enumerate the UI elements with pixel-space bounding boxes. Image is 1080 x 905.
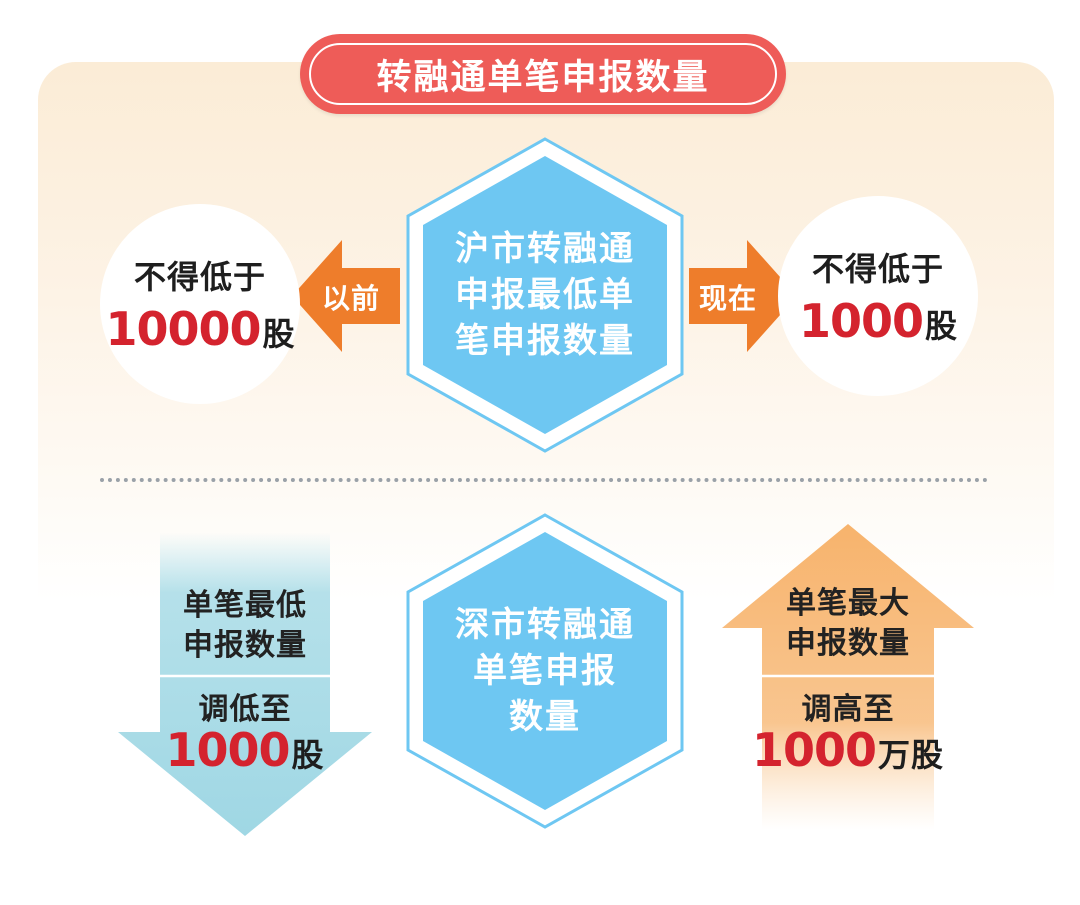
min-adjustment: 调低至 1000 股	[140, 690, 350, 775]
max-adjustment: 调高至 1000 万股	[738, 690, 958, 775]
max-value: 1000 万股	[738, 723, 958, 777]
before-condition: 不得低于	[133, 258, 266, 296]
shanghai-center-text: 沪市转融通 申报最低单 笔申报数量	[405, 136, 685, 454]
min-down-arrow	[118, 532, 372, 836]
before-value: 10000 股	[105, 302, 294, 356]
section-divider	[100, 478, 988, 482]
shenzhen-center-line-1: 深市转融通	[455, 605, 635, 645]
shanghai-center-line-2: 申报最低单	[455, 275, 635, 315]
before-unit: 股	[262, 315, 295, 353]
shanghai-center-line-3: 笔申报数量	[455, 321, 635, 361]
shanghai-center-line-1: 沪市转融通	[455, 229, 635, 269]
max-label-line-2: 申报数量	[786, 626, 910, 661]
after-value: 1000 股	[799, 294, 957, 348]
max-action: 调高至	[801, 692, 895, 727]
shenzhen-center-text: 深市转融通 单笔申报 数量	[405, 512, 685, 830]
max-label-line-1: 单笔最大	[786, 586, 910, 621]
after-arrow	[689, 240, 797, 352]
before-arrow	[292, 240, 400, 352]
max-up-arrow	[722, 524, 974, 830]
min-label: 单笔最低 申报数量	[160, 586, 330, 666]
shenzhen-center-line-2: 单笔申报	[473, 651, 617, 691]
before-arrow-label: 以前	[322, 282, 381, 315]
max-unit: 万股	[878, 736, 945, 774]
min-label-line-2: 申报数量	[183, 628, 307, 663]
min-value: 1000 股	[140, 723, 350, 777]
max-number: 1000	[751, 723, 877, 777]
max-label: 单笔最大 申报数量	[762, 584, 934, 664]
title-banner: 转融通单笔申报数量	[300, 34, 786, 114]
min-unit: 股	[291, 736, 325, 774]
after-condition: 不得低于	[811, 250, 944, 288]
after-number: 1000	[798, 294, 924, 348]
page-title: 转融通单笔申报数量	[309, 43, 777, 105]
shenzhen-center-line-3: 数量	[509, 697, 581, 737]
after-circle: 不得低于 1000 股	[778, 196, 978, 396]
min-label-line-1: 单笔最低	[183, 588, 307, 623]
shanghai-hexagon	[406, 137, 684, 453]
after-unit: 股	[925, 307, 958, 345]
before-number: 10000	[105, 302, 261, 356]
shenzhen-hexagon	[406, 513, 684, 829]
min-number: 1000	[165, 723, 290, 777]
before-circle: 不得低于 10000 股	[100, 204, 300, 404]
min-action: 调低至	[198, 692, 292, 727]
after-arrow-label: 现在	[699, 282, 758, 315]
